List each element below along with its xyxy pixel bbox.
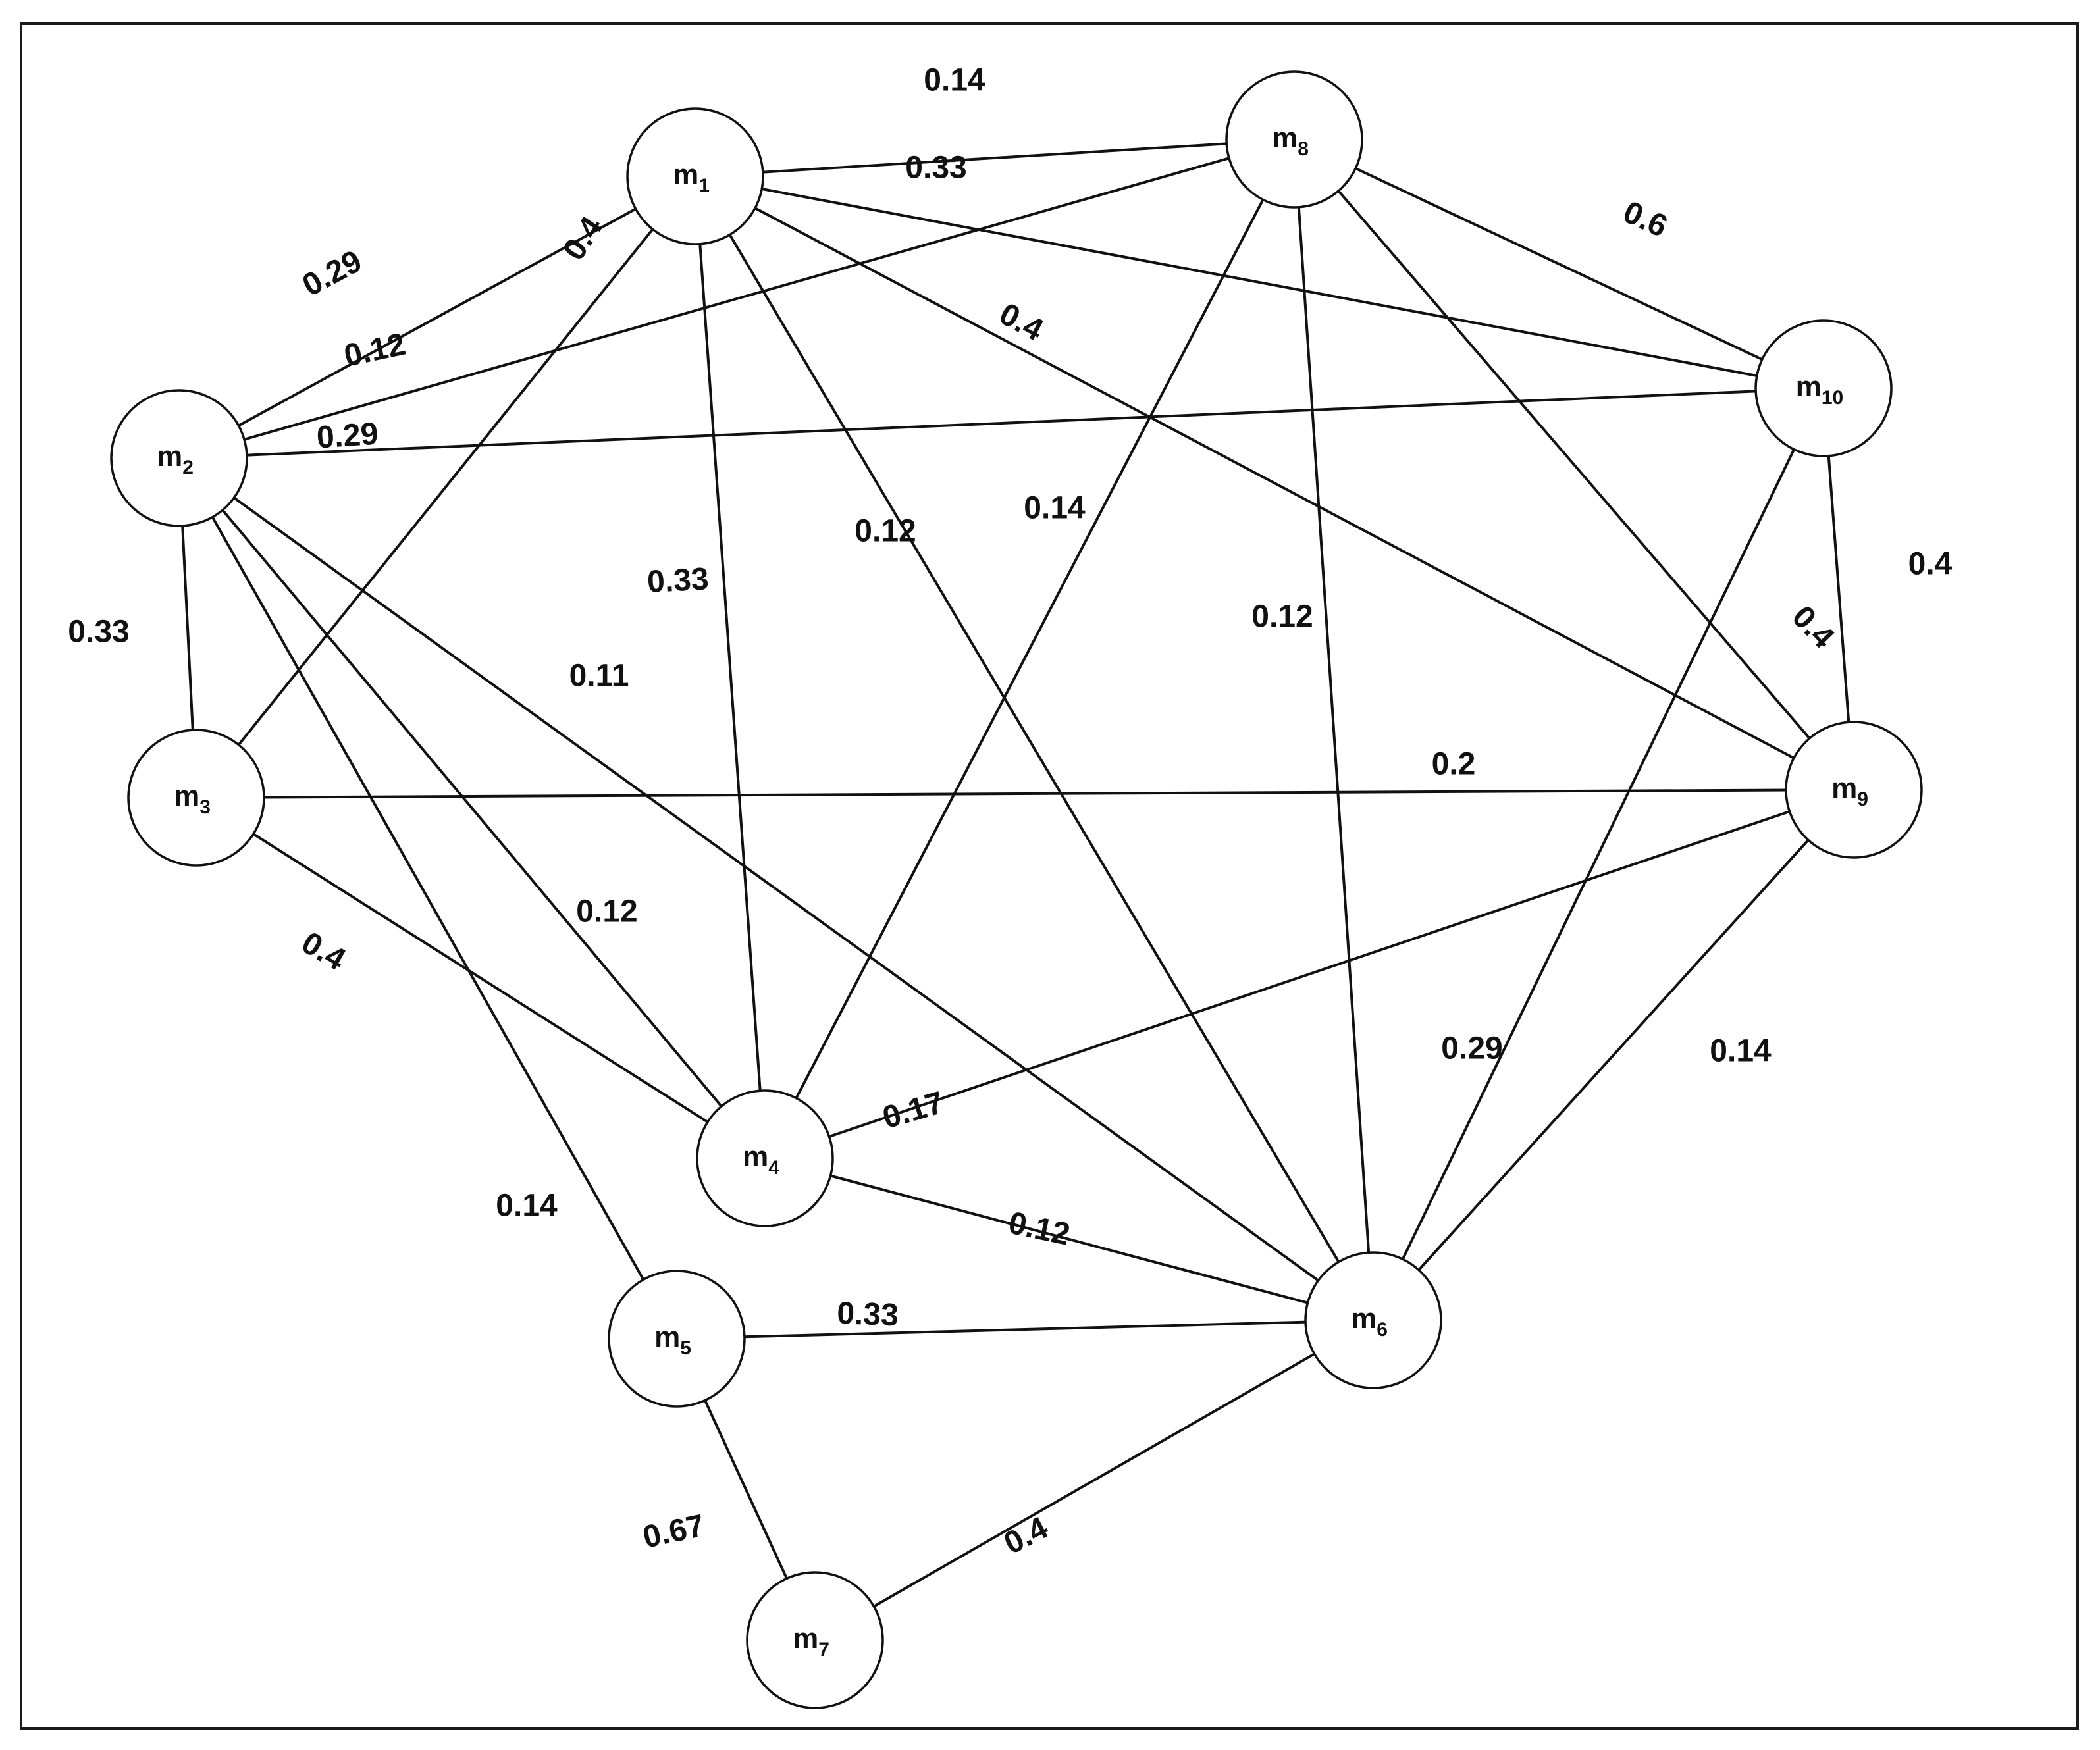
- edge-weight-m9-m6: 0.14: [1710, 1034, 1772, 1069]
- edge-m1-m2: [178, 175, 696, 459]
- edge-weight-m5-m7: 0.67: [640, 1508, 707, 1555]
- node-circle-m10: [1754, 319, 1893, 457]
- weight-labels-layer: 0.14 0.33 0.29 0.4 0.4 0.33 0.12 0.6 0.12 0.14 0.1…: [68, 63, 1952, 1562]
- node-m6: m6: [1304, 1251, 1442, 1389]
- node-m10: m10: [1754, 319, 1893, 457]
- node-label-m2: m2: [157, 440, 194, 478]
- edge-weight-m3-m9: 0.2: [1432, 747, 1476, 782]
- node-circle-m9: [1785, 721, 1923, 859]
- edge-m6-m7: [814, 1319, 1374, 1641]
- edge-m10-m6: [1372, 388, 1825, 1321]
- edge-weight-m1-m3: 0.4: [556, 211, 610, 267]
- edge-weight-m1-m8: 0.14: [924, 63, 985, 98]
- edge-m9-m4: [764, 788, 1854, 1160]
- edge-m1-m9: [695, 175, 1854, 791]
- edge-weight-m8-m4: 0.14: [1024, 491, 1086, 526]
- node-label-m7: m7: [793, 1622, 829, 1660]
- node-circle-m5: [608, 1270, 746, 1408]
- node-m8: m8: [1225, 70, 1363, 209]
- node-label-m9: m9: [1831, 772, 1868, 810]
- node-label-m3: m3: [174, 780, 211, 818]
- diagram-frame: [20, 22, 2079, 1730]
- node-circle-m8: [1225, 70, 1363, 209]
- edge-m5-m6: [676, 1319, 1374, 1340]
- node-m5: m5: [608, 1270, 746, 1408]
- edge-m3-m9: [196, 788, 1854, 799]
- node-m1: m1: [626, 107, 764, 245]
- edge-m8-m9: [1293, 138, 1855, 791]
- edge-m1-m8: [695, 138, 1295, 178]
- node-circle-m6: [1304, 1251, 1442, 1389]
- edges-layer: [178, 138, 1855, 1641]
- node-circle-m7: [746, 1571, 884, 1709]
- edge-weight-m8-m10: 0.6: [1618, 195, 1673, 245]
- node-m2: m2: [110, 389, 248, 527]
- edge-m2-m10: [178, 387, 1824, 459]
- node-label-m4: m4: [743, 1141, 779, 1179]
- edge-m8-m2: [178, 138, 1295, 459]
- edge-weight-m8-m2: 0.12: [341, 327, 408, 374]
- node-label-m5: m5: [654, 1321, 691, 1359]
- node-circle-m2: [110, 389, 248, 527]
- edge-m2-m5: [178, 457, 678, 1339]
- node-m3: m3: [127, 729, 265, 867]
- edge-m1-m10: [695, 175, 1824, 390]
- edge-m4-m6: [764, 1157, 1374, 1322]
- edge-m8-m4: [764, 139, 1296, 1159]
- edge-weight-m9-m4: 0.17: [879, 1085, 947, 1136]
- node-m7: m7: [746, 1571, 884, 1709]
- edge-weight-m2-m6: 0.11: [569, 659, 629, 694]
- node-label-m8: m8: [1272, 122, 1309, 160]
- edge-weight-m8-m6: 0.12: [1251, 600, 1313, 634]
- edge-m1-m3: [195, 175, 696, 799]
- edge-weight-m3-m4: 0.4: [296, 925, 352, 977]
- edge-m3-m4: [195, 796, 766, 1160]
- node-circle-m4: [696, 1089, 834, 1227]
- node-circle-m1: [626, 107, 764, 245]
- edge-weight-m2-m10: 0.29: [315, 416, 379, 455]
- edge-weight-m10-m9: 0.4: [1908, 547, 1953, 582]
- edge-m1-m6: [694, 175, 1375, 1322]
- edge-weight-m5-m6: 0.33: [836, 1296, 899, 1333]
- node-circle-m3: [127, 729, 265, 867]
- node-m9: m9: [1785, 721, 1923, 859]
- edge-weight-m2-m4: 0.12: [576, 894, 637, 929]
- edge-weight-m10-m6: 0.29: [1441, 1031, 1502, 1066]
- edge-weight-m2-m3: 0.33: [68, 615, 129, 650]
- edge-weight-m1-m4: 0.33: [646, 561, 710, 600]
- edge-weight-m1-m2: 0.29: [297, 244, 367, 303]
- node-m4: m4: [696, 1089, 834, 1227]
- edge-m8-m10: [1294, 138, 1824, 390]
- node-label-m1: m1: [673, 159, 710, 197]
- edge-m2-m4: [178, 457, 766, 1160]
- edge-m1-m4: [694, 176, 766, 1159]
- node-label-m10: m10: [1796, 371, 1844, 409]
- nodes-layer: m1 m2 m3 m4 m5 m6 m7 m8 m9 m10: [110, 70, 1923, 1709]
- edge-weight-m6-m7: 0.4: [999, 1510, 1054, 1562]
- edge-m8-m6: [1293, 139, 1375, 1321]
- edge-weight-m2-m5: 0.14: [496, 1189, 558, 1223]
- node-label-m6: m6: [1351, 1302, 1388, 1341]
- edge-weight-m4-m6: 0.12: [1005, 1206, 1072, 1252]
- edge-m2-m6: [178, 457, 1375, 1322]
- edge-weight-m1-m6: 0.12: [854, 514, 916, 549]
- edge-weight-m8-m9: 0.4: [1785, 600, 1841, 656]
- edge-m9-m6: [1372, 788, 1855, 1322]
- edge-weight-m1-m10: 0.33: [905, 151, 966, 186]
